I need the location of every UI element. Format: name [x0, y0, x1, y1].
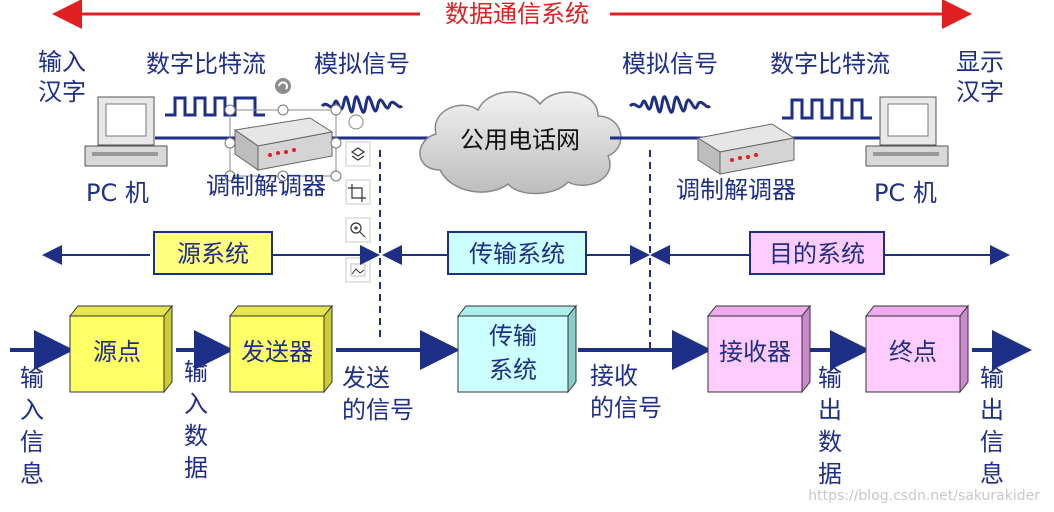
svg-text:输: 输 — [20, 364, 44, 392]
received-signal-label: 接收 的信号 — [590, 362, 662, 422]
receiver-label: 接收器 — [719, 338, 791, 366]
svg-text:息: 息 — [980, 460, 1004, 488]
display-chinese-label-2: 汉字 — [956, 78, 1004, 106]
transmitter-block — [228, 304, 334, 394]
image-icon[interactable] — [345, 257, 371, 283]
svg-text:的信号: 的信号 — [342, 396, 414, 424]
input-chinese-label-1: 输入 — [38, 48, 86, 76]
layers-icon[interactable] — [345, 141, 371, 167]
source-system-box — [153, 231, 273, 275]
zoom-in-icon[interactable] — [345, 217, 371, 243]
left-analog-label: 模拟信号 — [314, 50, 410, 78]
resize-handle-icon[interactable] — [348, 114, 364, 130]
output-info-label: 输 出 信 息 — [980, 364, 1004, 488]
svg-text:的信号: 的信号 — [590, 394, 662, 422]
destination-point-label: 终点 — [889, 338, 937, 366]
transmitter-label: 发送器 — [241, 338, 313, 366]
svg-text:据: 据 — [818, 460, 842, 488]
diagram-title: 数据通信系统 — [445, 0, 589, 28]
left-bitstream-wave — [165, 96, 265, 117]
crop-icon[interactable] — [345, 179, 371, 205]
svg-text:数: 数 — [818, 428, 842, 456]
right-modem-label: 调制解调器 — [676, 176, 796, 204]
source-point-label: 源点 — [93, 338, 141, 366]
destination-point-block — [864, 304, 970, 394]
svg-text:数: 数 — [184, 422, 208, 450]
transmission-block-label-1: 传输 — [489, 322, 537, 350]
left-analog-wave — [320, 95, 404, 114]
public-telephone-network-cloud — [419, 91, 622, 195]
selection-handles[interactable] — [224, 104, 342, 182]
output-data-label: 输 出 数 据 — [818, 364, 842, 488]
svg-text:信: 信 — [20, 428, 44, 456]
transmission-system-block — [456, 304, 578, 394]
svg-text:入: 入 — [20, 396, 44, 424]
transmission-system-label: 传输系统 — [469, 240, 565, 268]
svg-text:接收: 接收 — [590, 362, 638, 390]
input-chinese-label-2: 汉字 — [38, 78, 86, 106]
svg-text:发送: 发送 — [342, 364, 390, 392]
source-point-block — [68, 304, 174, 394]
rotate-handle-icon[interactable] — [275, 78, 291, 94]
svg-text:输: 输 — [818, 364, 842, 392]
right-bitstream-label: 数字比特流 — [770, 50, 890, 78]
right-analog-label: 模拟信号 — [622, 50, 718, 78]
transmission-block-label-2: 系统 — [489, 356, 537, 384]
svg-text:入: 入 — [184, 390, 208, 418]
destination-system-box — [749, 231, 885, 275]
left-modem-label: 调制解调器 — [206, 172, 326, 200]
input-info-label: 输 入 信 息 — [20, 364, 44, 488]
left-pc-label: PC 机 — [86, 179, 149, 207]
floating-toolbar — [345, 141, 371, 283]
source-system-label: 源系统 — [177, 240, 249, 268]
left-bitstream-label: 数字比特流 — [146, 50, 266, 78]
display-chinese-label-1: 显示 — [956, 48, 1004, 76]
sent-signal-label: 发送 的信号 — [342, 364, 414, 424]
destination-system-label: 目的系统 — [769, 240, 865, 268]
right-analog-wave — [628, 95, 712, 114]
svg-text:输: 输 — [980, 364, 1004, 392]
right-bitstream-wave — [782, 98, 872, 120]
network-label: 公用电话网 — [460, 126, 580, 154]
svg-text:息: 息 — [20, 460, 44, 488]
svg-text:输: 输 — [184, 358, 208, 386]
right-modem-icon — [696, 123, 796, 175]
input-data-label: 输 入 数 据 — [184, 358, 208, 482]
svg-text:出: 出 — [980, 396, 1004, 424]
svg-text:信: 信 — [980, 428, 1004, 456]
svg-text:出: 出 — [818, 396, 842, 424]
svg-text:据: 据 — [184, 454, 208, 482]
watermark: https://blog.csdn.net/sakurakider — [808, 488, 1040, 504]
left-pc-icon — [84, 96, 168, 167]
left-modem-icon[interactable] — [233, 117, 334, 171]
receiver-block — [706, 304, 812, 394]
transmission-system-box — [447, 231, 587, 275]
right-pc-label: PC 机 — [874, 179, 937, 207]
right-pc-icon — [865, 96, 949, 167]
